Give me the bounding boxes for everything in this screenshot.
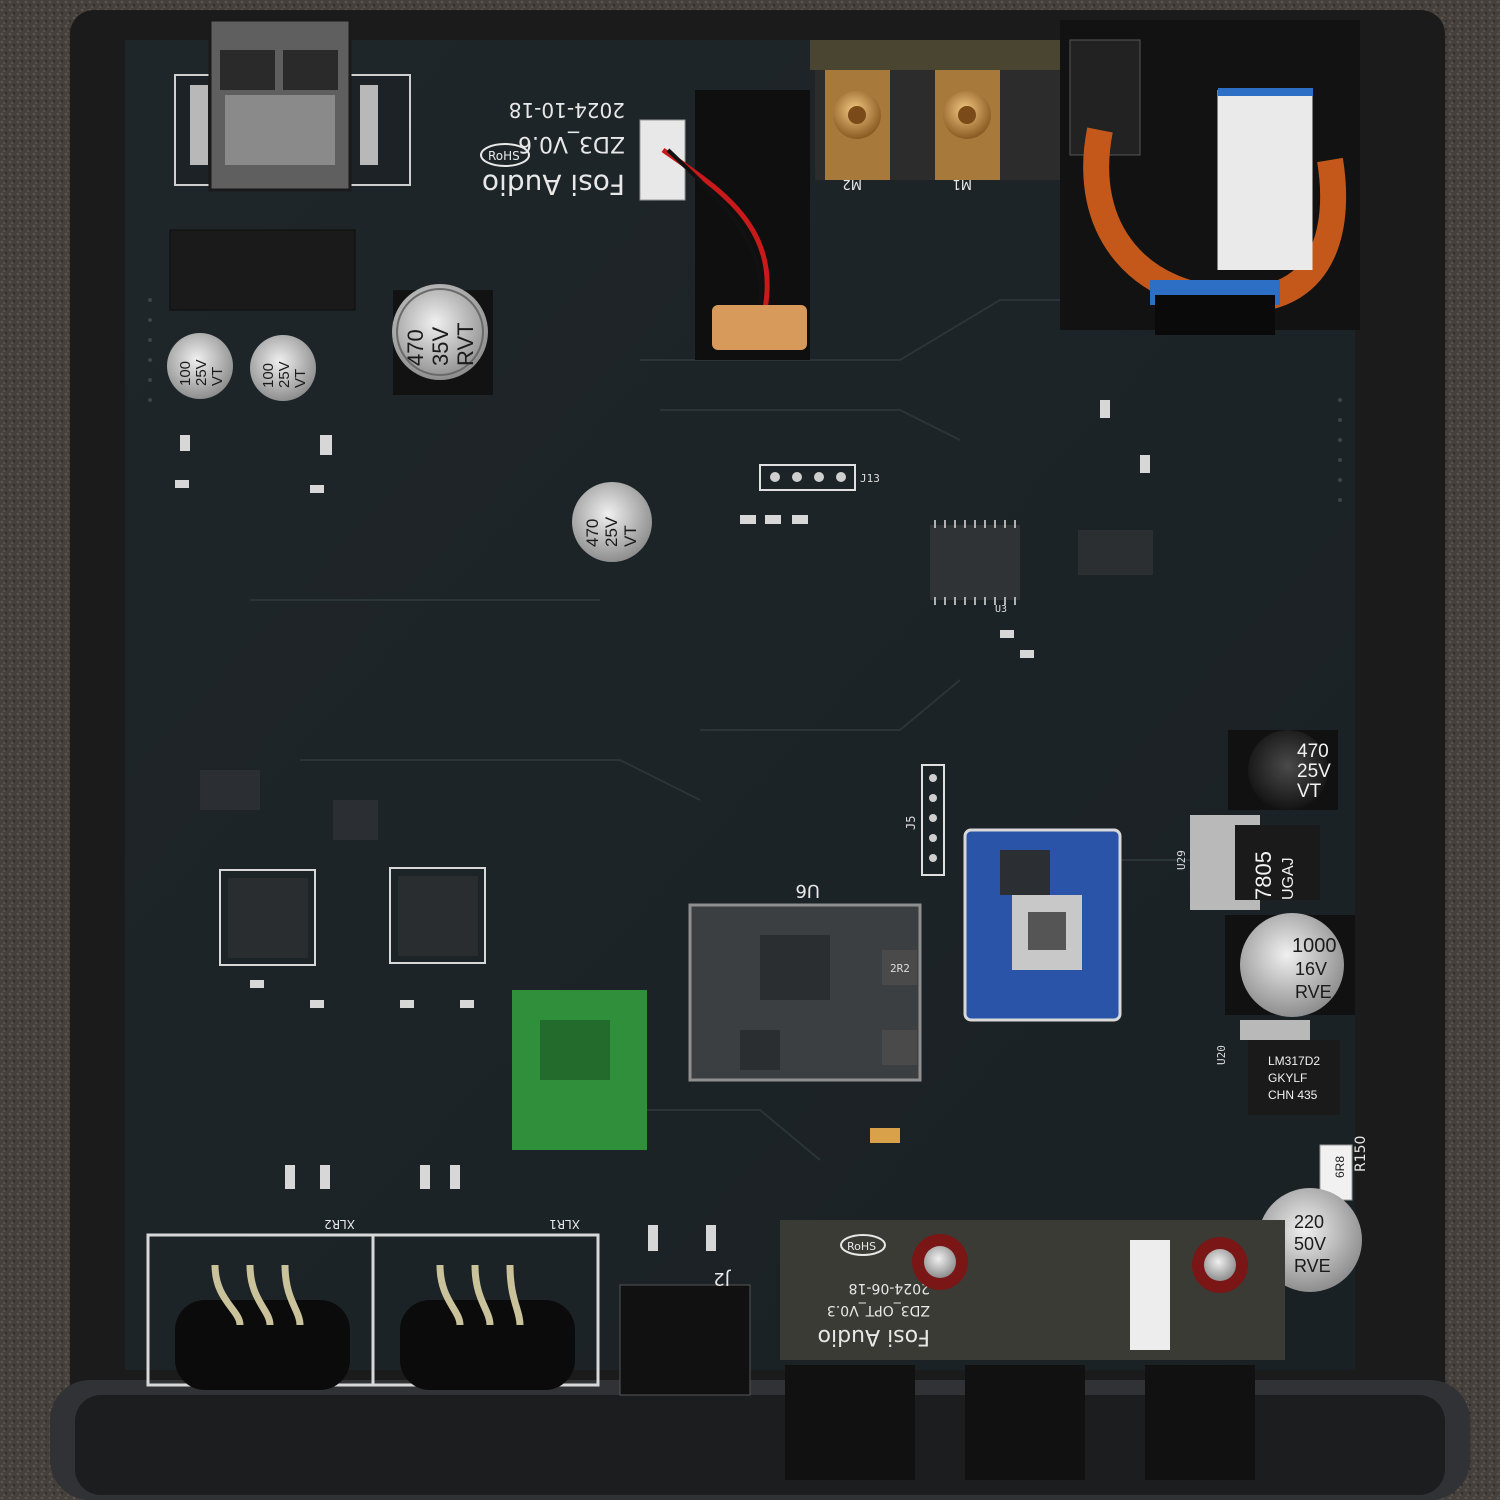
label-u6: U6: [795, 880, 820, 901]
svg-text:VT: VT: [1297, 781, 1322, 802]
svg-text:100: 100: [177, 361, 194, 386]
svg-text:100: 100: [260, 363, 277, 388]
board-rohs: RoHS: [488, 149, 520, 163]
svg-text:RVE: RVE: [1294, 1256, 1331, 1276]
svg-text:220: 220: [1294, 1212, 1324, 1232]
board-model: ZD3_V0.6: [518, 131, 625, 156]
resistor-6r8: 6R8: [1333, 1156, 1347, 1178]
capacitor-470-25v-right: 470 25V VT: [1228, 730, 1338, 810]
opamp-u18: [389, 867, 486, 964]
svg-text:470: 470: [583, 519, 602, 547]
capacitor-470-25v-center: 470 25V VT: [572, 482, 652, 562]
label-m1: M1: [953, 176, 973, 191]
svg-text:GKYLF: GKYLF: [1268, 1071, 1307, 1085]
daughter-date: 2024-06-18: [849, 1280, 930, 1296]
speaker-post-m2: [825, 70, 890, 180]
daughter-brand: Fosi Audio: [818, 1324, 930, 1349]
svg-text:16V: 16V: [1295, 959, 1327, 979]
label-j5: J5: [904, 816, 918, 830]
board-date: 2024-10-18: [509, 98, 625, 122]
svg-text:470: 470: [1297, 741, 1329, 762]
label-m2: M2: [843, 176, 863, 191]
svg-text:U20: U20: [1215, 1045, 1228, 1065]
daughter-model: ZD3_OPT_V0.3: [827, 1302, 930, 1318]
svg-text:470: 470: [403, 329, 428, 366]
svg-text:50V: 50V: [1294, 1234, 1326, 1254]
capacitor-1000-16v: 1000 16V RVE: [1225, 913, 1355, 1017]
svg-text:25V: 25V: [276, 361, 293, 388]
svg-text:CHN 435: CHN 435: [1268, 1088, 1318, 1102]
svg-text:2R2: 2R2: [890, 962, 910, 975]
board-silkscreen: Fosi Audio ZD3_V0.6 2024-10-18: [482, 98, 625, 201]
label-j13: J13: [860, 472, 880, 485]
capacitor-100-25v-a: 100 25V VT: [167, 333, 233, 399]
j2-connector: J2: [619, 1268, 751, 1396]
daughter-rohs: RoHS: [847, 1240, 876, 1253]
svg-text:VT: VT: [209, 367, 226, 386]
daughter-board: Fosi Audio ZD3_OPT_V0.3 2024-06-18 RoHS: [780, 1220, 1285, 1360]
svg-text:RVT: RVT: [453, 322, 478, 366]
label-j2: J2: [713, 1268, 731, 1289]
speaker-post-m1: [935, 70, 1000, 180]
chip-u3: U3: [930, 520, 1020, 615]
svg-text:35V: 35V: [428, 327, 453, 366]
svg-text:25V: 25V: [602, 516, 621, 547]
regulator-lm317: LM317D2 GKYLF CHN 435 U20: [1215, 1020, 1340, 1115]
svg-text:RVE: RVE: [1295, 982, 1332, 1002]
bluetooth-module: [963, 828, 1122, 1022]
svg-text:UGAJ: UGAJ: [1280, 857, 1297, 900]
label-xlr2: XLR2: [324, 1217, 355, 1231]
label-r150: R150: [1353, 1136, 1369, 1172]
xlr1-connector: XLR1: [371, 1217, 600, 1390]
xlr2-connector: XLR2: [146, 1217, 375, 1390]
capacitor-100-25v-b: 100 25V VT: [250, 335, 316, 401]
opamp-u8: [219, 869, 316, 966]
regulator-7805: 7805 UGAJ U29: [1175, 815, 1320, 910]
svg-text:U29: U29: [1175, 850, 1188, 870]
svg-text:1000: 1000: [1292, 935, 1337, 957]
svg-text:7805: 7805: [1251, 851, 1276, 900]
board-brand: Fosi Audio: [482, 168, 625, 201]
module-u6: 2R2 U6: [688, 880, 922, 1082]
svg-text:U3: U3: [995, 604, 1007, 615]
svg-text:VT: VT: [621, 525, 640, 547]
svg-text:25V: 25V: [193, 359, 210, 386]
svg-text:VT: VT: [292, 369, 309, 388]
svg-text:25V: 25V: [1297, 761, 1331, 782]
green-opamp-board: [512, 990, 647, 1150]
label-xlr1: XLR1: [549, 1217, 580, 1231]
transformer: [174, 18, 411, 192]
svg-text:LM317D2: LM317D2: [1268, 1054, 1320, 1068]
rohs-logo: RoHS: [480, 143, 530, 167]
capacitor-470-35v: 470 35V RVT: [392, 284, 493, 395]
